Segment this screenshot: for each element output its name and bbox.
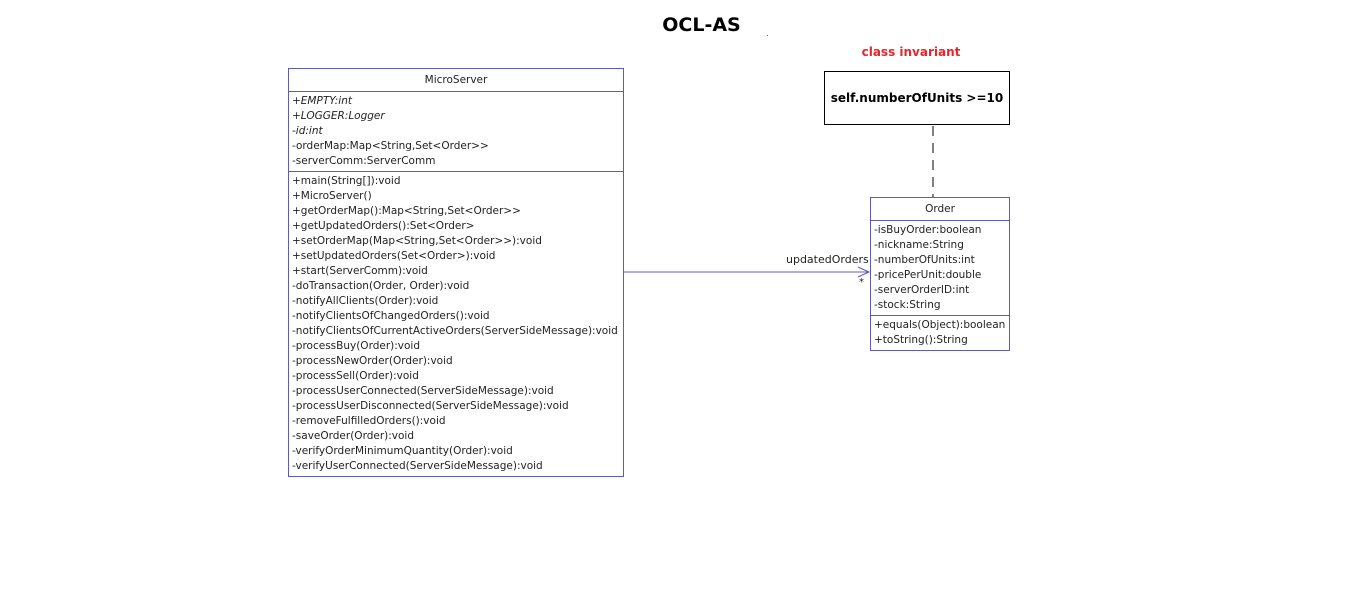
- attribute-row: +EMPTY:int: [292, 95, 352, 107]
- class-microserver[interactable]: MicroServer +EMPTY:int +LOGGER:Logger -i…: [288, 68, 624, 477]
- operation-row: -notifyClientsOfCurrentActiveOrders(Serv…: [292, 325, 618, 337]
- operation-row: -removeFulfilledOrders():void: [292, 415, 446, 427]
- invariant-label: class invariant: [861, 45, 961, 59]
- class-name: MicroServer: [289, 69, 623, 92]
- operation-row: -processUserDisconnected(ServerSideMessa…: [292, 400, 569, 412]
- operations-section: +equals(Object):boolean +toString():Stri…: [871, 315, 1009, 350]
- diagram-title: OCL-AS: [662, 14, 741, 36]
- operation-row: -processUserConnected(ServerSideMessage)…: [292, 385, 554, 397]
- operation-row: -notifyAllClients(Order):void: [292, 295, 439, 307]
- attributes-section: -isBuyOrder:boolean -nickname:String -nu…: [871, 221, 1009, 315]
- association-role-label: updatedOrders: [786, 253, 869, 266]
- attributes-section: +EMPTY:int +LOGGER:Logger -id:int -order…: [289, 92, 623, 171]
- operations-section: +main(String[]):void +MicroServer() +get…: [289, 171, 623, 476]
- attribute-row: +LOGGER:Logger: [292, 110, 385, 122]
- attribute-row: -isBuyOrder:boolean: [874, 224, 982, 236]
- operation-row: +setUpdatedOrders(Set<Order>):void: [292, 250, 496, 262]
- operation-row: -verifyUserConnected(ServerSideMessage):…: [292, 460, 543, 472]
- class-order[interactable]: Order -isBuyOrder:boolean -nickname:Stri…: [870, 197, 1010, 351]
- operation-row: +toString():String: [874, 334, 968, 346]
- operation-row: -doTransaction(Order, Order):void: [292, 280, 470, 292]
- operation-row: +MicroServer(): [292, 190, 372, 202]
- association-arrowhead: [857, 266, 871, 278]
- attribute-row: -serverComm:ServerComm: [292, 155, 436, 167]
- operation-row: +equals(Object):boolean: [874, 319, 1006, 331]
- operation-row: -processBuy(Order):void: [292, 340, 420, 352]
- attribute-row: -nickname:String: [874, 239, 964, 251]
- attribute-row: -stock:String: [874, 299, 941, 311]
- operation-row: +setOrderMap(Map<String,Set<Order>>):voi…: [292, 235, 542, 247]
- operation-row: +getOrderMap():Map<String,Set<Order>>: [292, 205, 521, 217]
- attribute-row: -numberOfUnits:int: [874, 254, 975, 266]
- attribute-row: -id:int: [292, 125, 323, 137]
- operation-row: +start(ServerComm):void: [292, 265, 428, 277]
- attribute-row: -serverOrderID:int: [874, 284, 970, 296]
- operation-row: -notifyClientsOfChangedOrders():void: [292, 310, 490, 322]
- operation-row: +main(String[]):void: [292, 175, 401, 187]
- operation-row: -saveOrder(Order):void: [292, 430, 414, 442]
- association-multiplicity: *: [859, 277, 864, 288]
- invariant-box[interactable]: self.numberOfUnits >=10: [824, 71, 1010, 125]
- operation-row: -processNewOrder(Order):void: [292, 355, 453, 367]
- operation-row: -verifyOrderMinimumQuantity(Order):void: [292, 445, 513, 457]
- attribute-row: -orderMap:Map<String,Set<Order>>: [292, 140, 489, 152]
- stray-dot: [767, 35, 768, 36]
- attribute-row: -pricePerUnit:double: [874, 269, 982, 281]
- operation-row: +getUpdatedOrders():Set<Order>: [292, 220, 475, 232]
- class-name: Order: [871, 198, 1009, 221]
- operation-row: -processSell(Order):void: [292, 370, 419, 382]
- invariant-expression: self.numberOfUnits >=10: [830, 91, 1004, 105]
